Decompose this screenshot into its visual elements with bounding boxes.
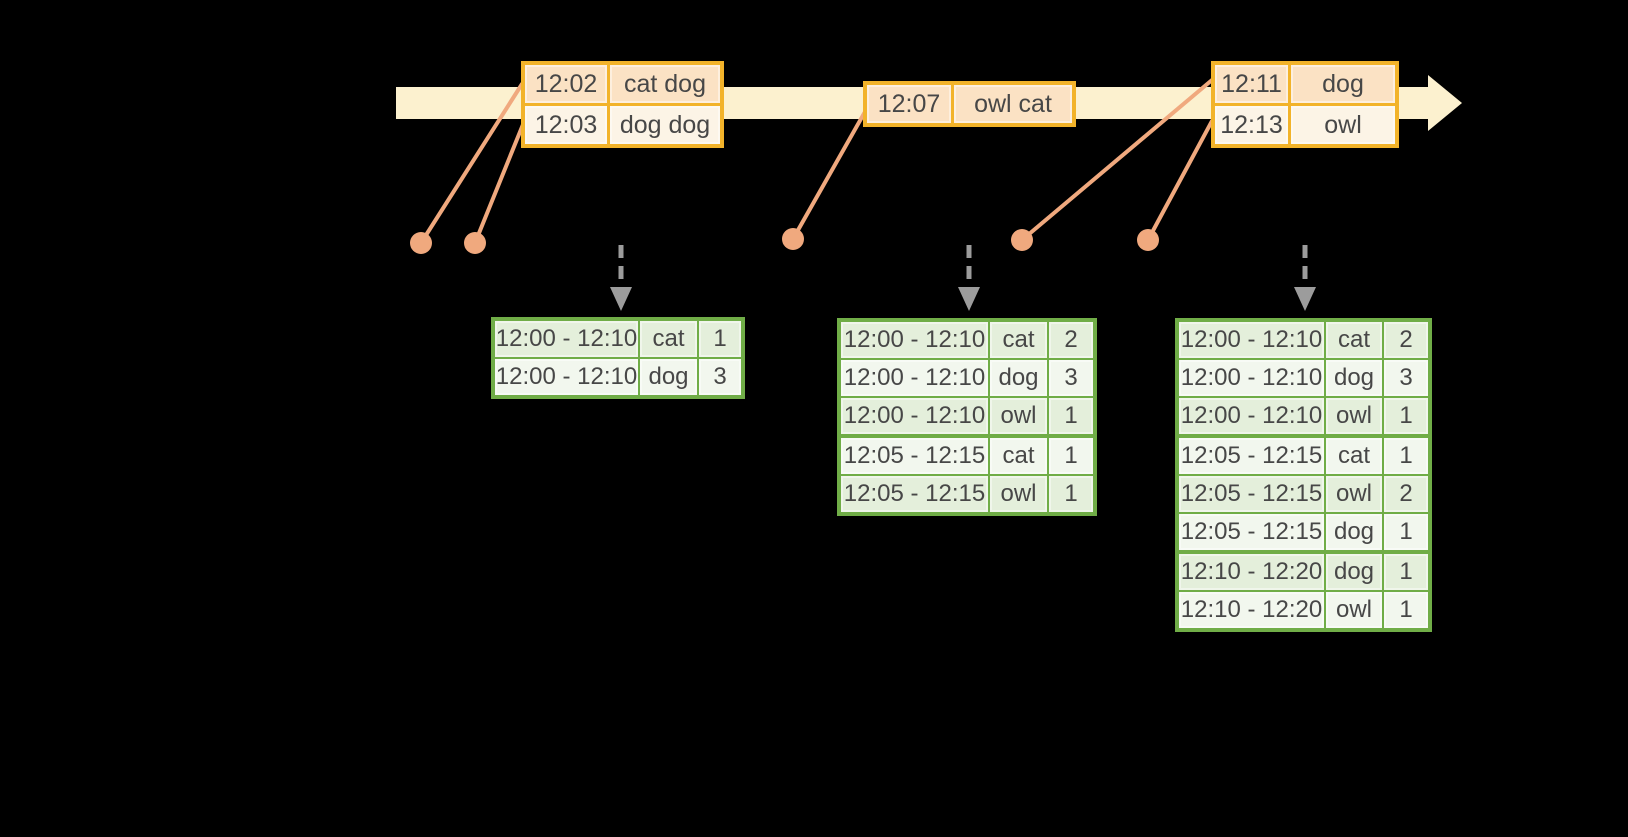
result-row: 12:00 - 12:10 cat 2 (1179, 322, 1428, 358)
event-words-cell: dog (1291, 65, 1395, 103)
word-cell: owl (1326, 592, 1382, 628)
trigger-arrow-icon (1294, 245, 1316, 311)
result-row: 12:00 - 12:10 dog 3 (495, 359, 741, 395)
event-time-cell: 12:03 (525, 106, 607, 144)
word-cell: owl (990, 476, 1047, 512)
result-row: 12:00 - 12:10 cat 2 (841, 322, 1093, 358)
event-words-cell: owl (1291, 106, 1395, 144)
word-cell: owl (990, 398, 1047, 434)
event-batch-table-2: 12:07 owl cat (863, 81, 1076, 127)
word-cell: cat (1326, 322, 1382, 358)
event-time-cell: 12:13 (1215, 106, 1288, 144)
trigger-arrow-icon (610, 245, 632, 311)
event-connector-line (419, 82, 524, 245)
count-cell: 1 (699, 321, 741, 357)
event-words-cell: owl cat (954, 85, 1072, 123)
window-cell: 12:00 - 12:10 (841, 322, 988, 358)
word-cell: cat (640, 321, 697, 357)
word-cell: dog (1326, 514, 1382, 550)
event-row: 12:11 dog (1215, 65, 1395, 103)
event-dot-icon (782, 228, 804, 250)
count-cell: 1 (1384, 554, 1428, 590)
event-dots (410, 228, 1159, 254)
window-cell: 12:00 - 12:10 (495, 321, 638, 357)
window-cell: 12:05 - 12:15 (841, 476, 988, 512)
result-table-1: 12:00 - 12:10 cat 1 12:00 - 12:10 dog 3 (491, 317, 745, 399)
event-dot-icon (1011, 229, 1033, 251)
result-row: 12:05 - 12:15 owl 1 (841, 476, 1093, 512)
count-cell: 3 (699, 359, 741, 395)
count-cell: 1 (1384, 438, 1428, 474)
result-row: 12:05 - 12:15 cat 1 (841, 438, 1093, 474)
window-cell: 12:00 - 12:10 (1179, 322, 1324, 358)
result-row: 12:05 - 12:15 cat 1 (1179, 438, 1428, 474)
word-cell: cat (990, 322, 1047, 358)
event-connector-line (791, 108, 868, 241)
word-cell: dog (990, 360, 1047, 396)
event-row: 12:02 cat dog (525, 65, 720, 103)
result-table-2: 12:00 - 12:10 cat 2 12:00 - 12:10 dog 3 … (837, 318, 1097, 516)
word-cell: cat (990, 438, 1047, 474)
event-time-cell: 12:07 (867, 85, 951, 123)
window-cell: 12:00 - 12:10 (495, 359, 638, 395)
count-cell: 3 (1049, 360, 1093, 396)
window-cell: 12:05 - 12:15 (1179, 438, 1324, 474)
result-table-3: 12:00 - 12:10 cat 2 12:00 - 12:10 dog 3 … (1175, 318, 1432, 632)
result-row: 12:00 - 12:10 dog 3 (841, 360, 1093, 396)
count-cell: 2 (1384, 322, 1428, 358)
event-time-cell: 12:02 (525, 65, 607, 103)
window-cell: 12:10 - 12:20 (1179, 592, 1324, 628)
window-cell: 12:00 - 12:10 (841, 398, 988, 434)
word-cell: dog (1326, 360, 1382, 396)
result-row: 12:00 - 12:10 dog 3 (1179, 360, 1428, 396)
window-cell: 12:00 - 12:10 (1179, 398, 1324, 434)
event-connector-lines (419, 78, 1214, 245)
event-words-cell: cat dog (610, 65, 720, 103)
word-cell: dog (1326, 554, 1382, 590)
window-cell: 12:10 - 12:20 (1179, 554, 1324, 590)
result-row: 12:05 - 12:15 dog 1 (1179, 514, 1428, 550)
event-row: 12:13 owl (1215, 106, 1395, 144)
count-cell: 1 (1384, 514, 1428, 550)
result-row: 12:10 - 12:20 dog 1 (1179, 554, 1428, 590)
event-dot-icon (464, 232, 486, 254)
event-dot-icon (1137, 229, 1159, 251)
result-row: 12:00 - 12:10 cat 1 (495, 321, 741, 357)
word-cell: cat (1326, 438, 1382, 474)
count-cell: 1 (1384, 592, 1428, 628)
word-cell: owl (1326, 398, 1382, 434)
trigger-arrow-icon (958, 245, 980, 311)
window-cell: 12:05 - 12:15 (1179, 514, 1324, 550)
event-row: 12:07 owl cat (867, 85, 1072, 123)
result-row: 12:00 - 12:10 owl 1 (1179, 398, 1428, 434)
word-cell: owl (1326, 476, 1382, 512)
count-cell: 2 (1049, 322, 1093, 358)
event-batch-table-3: 12:11 dog 12:13 owl (1211, 61, 1399, 148)
result-row: 12:00 - 12:10 owl 1 (841, 398, 1093, 434)
result-row: 12:10 - 12:20 owl 1 (1179, 592, 1428, 628)
event-connector-line (473, 120, 526, 245)
window-cell: 12:05 - 12:15 (841, 438, 988, 474)
window-cell: 12:00 - 12:10 (841, 360, 988, 396)
event-connector-line (1020, 78, 1214, 242)
event-dot-icon (410, 232, 432, 254)
event-connector-line (1146, 119, 1214, 242)
count-cell: 1 (1049, 398, 1093, 434)
window-cell: 12:05 - 12:15 (1179, 476, 1324, 512)
event-row: 12:03 dog dog (525, 106, 720, 144)
count-cell: 2 (1384, 476, 1428, 512)
count-cell: 1 (1384, 398, 1428, 434)
event-batch-table-1: 12:02 cat dog 12:03 dog dog (521, 61, 724, 148)
result-row: 12:05 - 12:15 owl 2 (1179, 476, 1428, 512)
event-words-cell: dog dog (610, 106, 720, 144)
timeline-arrowhead-icon (1428, 75, 1462, 131)
count-cell: 3 (1384, 360, 1428, 396)
event-time-cell: 12:11 (1215, 65, 1288, 103)
count-cell: 1 (1049, 476, 1093, 512)
count-cell: 1 (1049, 438, 1093, 474)
window-cell: 12:00 - 12:10 (1179, 360, 1324, 396)
word-cell: dog (640, 359, 697, 395)
